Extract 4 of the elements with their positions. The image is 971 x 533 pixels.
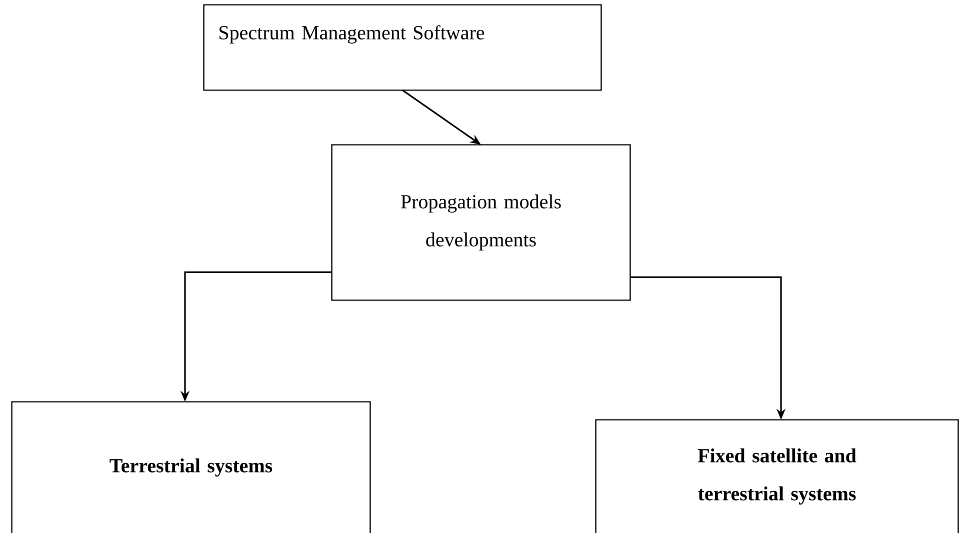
process-box: Fixed satellite and terrestrial systems <box>595 419 959 533</box>
process-box: Terrestrial systems <box>11 401 371 533</box>
process-box: Propagation models developments <box>331 144 631 301</box>
process-box: Spectrum Management Software <box>203 4 602 91</box>
